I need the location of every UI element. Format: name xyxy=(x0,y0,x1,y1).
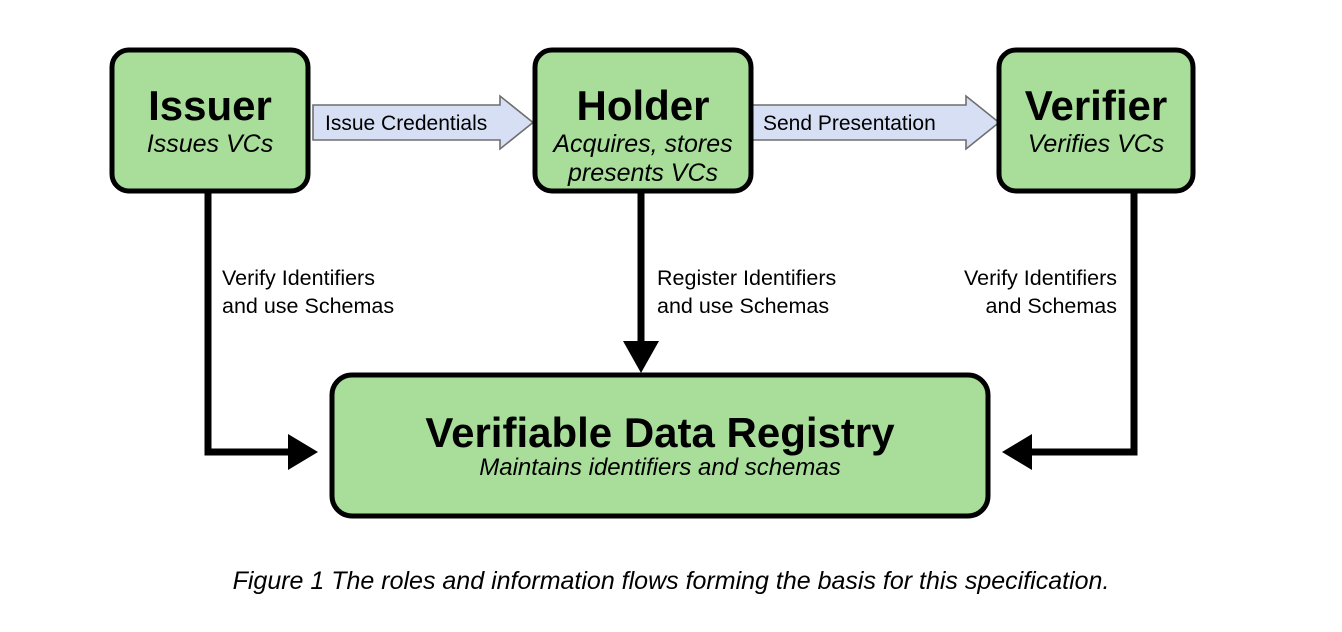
registry-title: Verifiable Data Registry xyxy=(425,409,895,456)
flow-arrow-send-presentation: Send Presentation xyxy=(750,94,1001,151)
edge-label-verifier-to-registry: Verify Identifiers and Schemas xyxy=(964,266,1117,318)
edge-label-holder-to-registry: Register Identifiers and use Schemas xyxy=(657,266,836,318)
issue-credentials-arrow-shape xyxy=(312,94,535,151)
holder-title: Holder xyxy=(576,82,709,129)
holder-box[interactable] xyxy=(532,47,754,194)
connector-verifier-to-registry xyxy=(1002,190,1138,470)
flow-arrow-issue-credentials: Issue Credentials xyxy=(312,94,535,151)
issuer-edge-label-line-2: and use Schemas xyxy=(222,294,394,318)
issuer-title: Issuer xyxy=(148,82,272,129)
verifier-edge-label-line-2: and Schemas xyxy=(986,294,1117,318)
node-verifiable-data-registry[interactable]: Verifiable Data Registry Maintains ident… xyxy=(329,372,991,519)
connector-issuer-path xyxy=(204,190,312,456)
issuer-subtitle-line-1: Issues VCs xyxy=(147,130,273,158)
edge-label-issuer-to-registry: Verify Identifiers and use Schemas xyxy=(222,266,394,318)
figure-caption: Figure 1 The roles and information flows… xyxy=(233,567,1110,595)
holder-subtitle-line-2: presents VCs xyxy=(567,159,718,187)
connector-verifier-path xyxy=(1008,190,1138,456)
connector-holder-to-registry xyxy=(623,190,659,373)
registry-subtitle-line-1: Maintains identifiers and schemas xyxy=(479,454,841,481)
verifier-title: Verifier xyxy=(1025,82,1167,129)
issuer-edge-label-line-1: Verify Identifiers xyxy=(222,266,375,290)
connector-issuer-to-registry xyxy=(204,190,318,470)
holder-edge-label-line-2: and use Schemas xyxy=(657,294,829,318)
node-issuer[interactable]: Issuer Issues VCs xyxy=(109,47,311,194)
send-presentation-arrow-shape xyxy=(750,94,1001,151)
registry-box[interactable] xyxy=(329,372,991,519)
send-presentation-label: Send Presentation xyxy=(763,112,936,135)
arrowhead-holder-to-registry xyxy=(623,341,659,373)
holder-subtitle-line-1: Acquires, stores xyxy=(551,130,732,158)
issuer-box[interactable] xyxy=(109,47,311,194)
verifier-subtitle-line-1: Verifies VCs xyxy=(1028,130,1165,158)
node-verifier[interactable]: Verifier Verifies VCs xyxy=(996,47,1196,194)
arrowhead-issuer-to-registry xyxy=(288,434,318,470)
holder-edge-label-line-1: Register Identifiers xyxy=(657,266,836,290)
node-holder[interactable]: Holder Acquires, stores presents VCs xyxy=(532,47,754,194)
issue-credentials-label: Issue Credentials xyxy=(325,112,487,135)
arrowhead-verifier-to-registry xyxy=(1002,434,1032,470)
verifier-edge-label-line-1: Verify Identifiers xyxy=(964,266,1117,290)
verifier-box[interactable] xyxy=(996,47,1196,194)
